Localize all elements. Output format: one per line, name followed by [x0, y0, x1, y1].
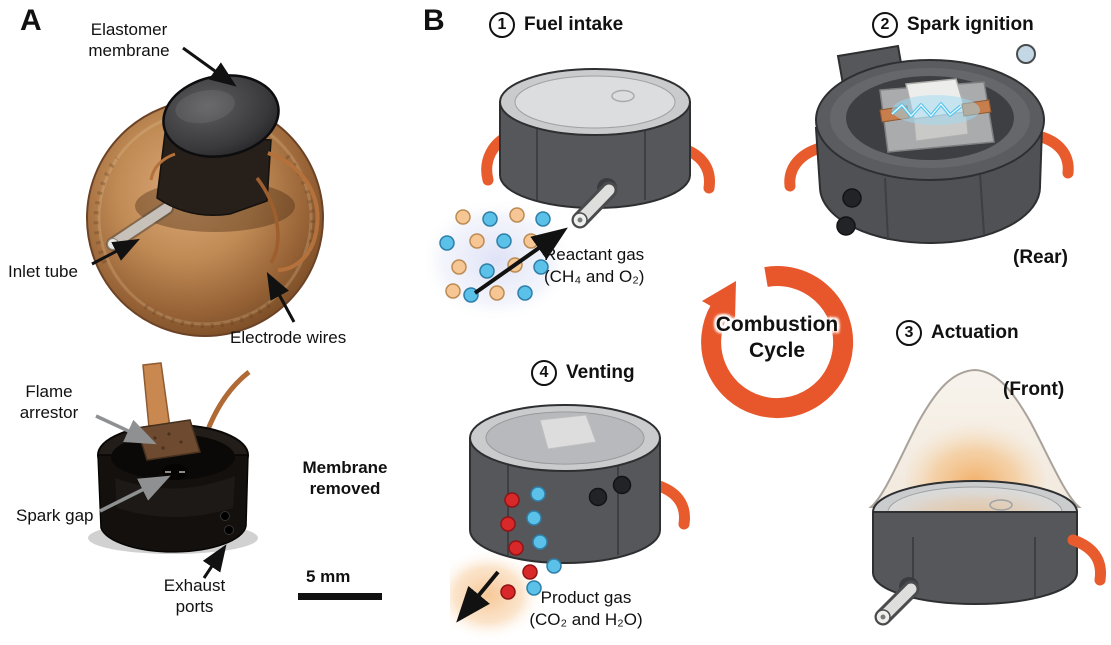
label-flame-arrestor: Flame arrestor	[19, 382, 79, 422]
step2-number-badge: 2	[872, 12, 898, 38]
illustration-venting	[450, 404, 690, 641]
exhaust-port	[612, 475, 632, 495]
arrow-inlet-tube	[91, 238, 140, 266]
scale-bar-line	[298, 593, 382, 600]
step4-number-badge: 4	[531, 360, 557, 386]
label-front-view: (Front)	[1003, 379, 1065, 400]
cycle-label: Combustion Cycle	[715, 313, 839, 363]
actuator-body-2	[97, 454, 249, 553]
caption-reactant-gas: Reactant gas (CH₄ and O₂)	[544, 245, 645, 287]
device-body	[469, 437, 661, 564]
actuator-body	[156, 132, 272, 217]
step3-number-badge: 3	[896, 320, 922, 346]
arrow-elastomer-membrane	[182, 46, 237, 87]
label-exhaust-ports: Exhaust ports	[163, 576, 226, 616]
intake-arrow	[473, 227, 568, 295]
step4-title-text: Venting	[566, 362, 635, 383]
device-actuation	[868, 368, 1107, 626]
arrow-electrode-wires	[266, 272, 296, 323]
step2-title: 2 Spark ignition	[872, 12, 1034, 38]
exhaust-port	[842, 188, 862, 208]
step2-title-text: Spark ignition	[907, 14, 1034, 35]
orange-tube-left	[784, 142, 826, 192]
electrode-wire	[267, 151, 320, 272]
membrane-top	[514, 75, 676, 129]
panel-a-label: A	[20, 4, 42, 37]
illustration-spark-ignition	[784, 44, 1074, 244]
exhaust-port	[588, 487, 608, 507]
label-electrode-wires: Electrode wires	[230, 328, 347, 347]
arrow-flame-arrestor	[95, 414, 157, 445]
orange-tube-right	[1032, 130, 1074, 179]
membrane-sheen	[486, 412, 644, 464]
orange-tube-right	[1067, 534, 1107, 586]
vent-arrow	[456, 570, 500, 623]
combustion-cycle-arrow	[701, 266, 854, 418]
photo-actuator-on-penny	[86, 74, 324, 337]
step1-title-text: Fuel intake	[524, 14, 624, 35]
device-fuel-intake	[481, 68, 715, 229]
label-rear-view: (Rear)	[1013, 247, 1068, 268]
exhaust-port	[836, 216, 856, 236]
label-inlet-tube: Inlet tube	[8, 262, 78, 281]
device-body	[872, 511, 1078, 605]
label-spark-gap: Spark gap	[16, 506, 94, 525]
step1-title: 1 Fuel intake	[489, 12, 623, 38]
step3-title-text: Actuation	[931, 322, 1019, 343]
device-venting	[469, 404, 690, 564]
electrode-wire	[149, 152, 176, 181]
arrow-exhaust-ports	[202, 544, 227, 579]
exhaust-port	[224, 525, 234, 535]
interior-block	[539, 414, 597, 450]
label-elastomer-membrane: Elastomer membrane	[88, 20, 170, 60]
photo-actuator-membrane-removed	[88, 362, 258, 554]
elastomer-membrane-disk	[162, 74, 280, 158]
inlet-tube-glass	[108, 203, 172, 249]
device-spark-ignition	[784, 44, 1074, 244]
cycle-arrowhead	[702, 281, 736, 320]
copper-wire	[204, 370, 251, 433]
illustration-fuel-intake	[425, 68, 715, 322]
step1-number-badge: 1	[489, 12, 515, 38]
caption-product-gas: Product gas (CO₂ and H₂O)	[529, 588, 643, 630]
electrode-wire	[255, 176, 280, 264]
step3-title: 3 Actuation	[896, 320, 1019, 346]
label-scale-bar: 5 mm	[306, 567, 351, 586]
illustration-actuation	[868, 368, 1107, 626]
product-gas-molecules	[500, 486, 562, 600]
step4-title: 4 Venting	[531, 360, 635, 386]
panel-a-annotation-arrows	[91, 46, 296, 579]
arrow-spark-gap	[99, 475, 171, 513]
label-membrane-removed: Membrane removed	[302, 458, 388, 498]
panel-b-label: B	[423, 4, 445, 37]
valve-nub	[1016, 44, 1036, 64]
exhaust-port	[220, 511, 230, 521]
